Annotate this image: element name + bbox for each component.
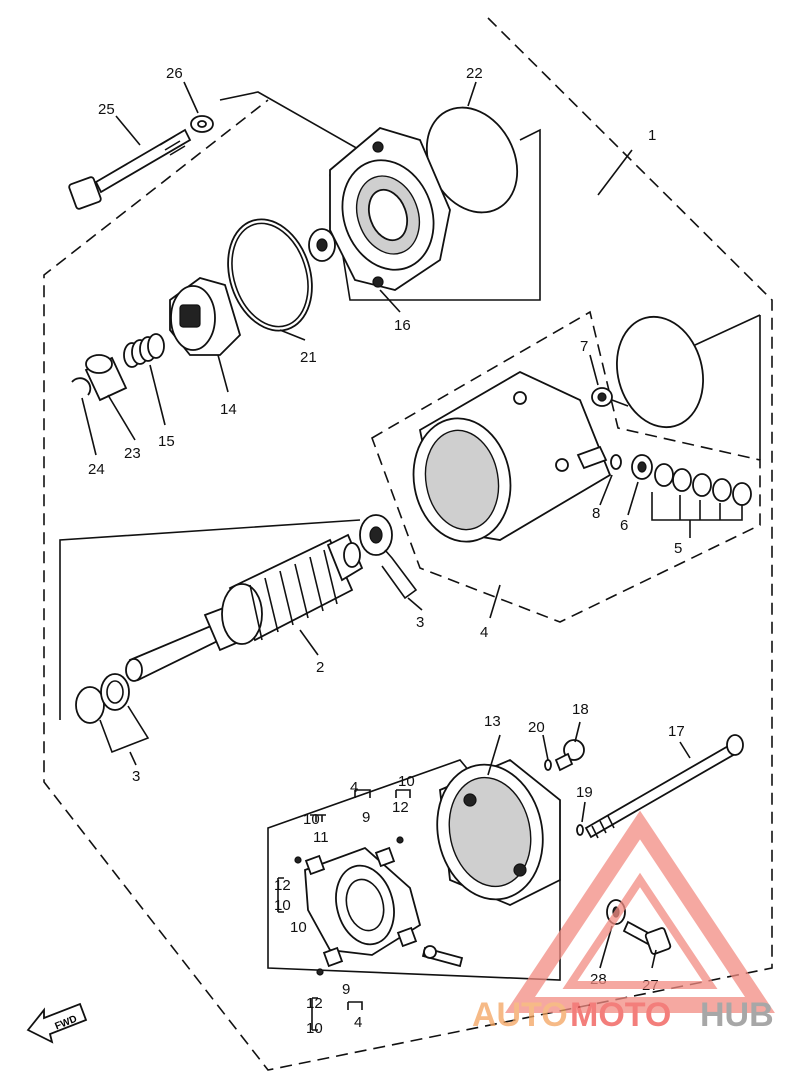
circlip-24 (71, 377, 92, 396)
callout-21: 21 (300, 349, 317, 366)
washer-3-upper (359, 514, 418, 600)
callout-10-a: 10 (398, 773, 415, 790)
callout-3-lower: 3 (132, 768, 140, 785)
left-bracket (59, 519, 361, 720)
callout-12-c: 12 (306, 995, 323, 1012)
leader-lines (81, 81, 691, 1031)
callout-14: 14 (220, 401, 237, 418)
washer-19 (576, 824, 584, 836)
callout-11: 11 (313, 829, 329, 846)
callout-10-c: 10 (274, 897, 291, 914)
callout-3-upper: 3 (416, 614, 424, 631)
callout-16: 16 (394, 317, 411, 334)
callout-2: 2 (316, 659, 324, 676)
terminal-bolt (576, 445, 608, 470)
callout-17: 17 (668, 723, 685, 740)
end-gasket (616, 315, 704, 429)
callout-6: 6 (620, 517, 628, 534)
leader-1 (597, 149, 633, 196)
callout-15: 15 (158, 433, 175, 450)
callout-25: 25 (98, 101, 115, 118)
callout-22: 22 (466, 65, 483, 82)
washer-20 (544, 759, 552, 771)
callout-26: 26 (166, 65, 183, 82)
yoke-4 (412, 370, 612, 543)
callout-4-lower: 4 (354, 1014, 362, 1031)
callout-19: 19 (576, 784, 593, 801)
clutch-14 (169, 277, 242, 356)
callout-20: 20 (528, 719, 545, 736)
spring-15 (123, 333, 165, 368)
callout-13: 13 (484, 713, 501, 730)
washer-8 (610, 454, 622, 470)
watermark-text-moto: MOTO (570, 996, 671, 1034)
watermark-logo: AUTO MOTO HUB (472, 810, 775, 1034)
armature-2 (125, 533, 364, 682)
screw-18 (554, 739, 585, 772)
yoke-boundary (371, 310, 761, 623)
callout-5: 5 (674, 540, 682, 557)
rear-cover-13 (436, 758, 561, 906)
callout-7: 7 (580, 338, 588, 355)
callout-10-b: 10 (303, 811, 320, 828)
nut-set-5 (651, 463, 752, 538)
brush-holder-plate (294, 836, 464, 976)
bolt-27 (622, 920, 672, 955)
rear-cover-group-outline (267, 759, 561, 981)
watermark-text-hub: HUB (700, 996, 774, 1034)
callout-4-upper: 4 (350, 779, 358, 796)
callout-4-yoke: 4 (480, 624, 488, 641)
callout-23: 23 (124, 445, 141, 462)
callout-18: 18 (572, 701, 589, 718)
callout-1: 1 (648, 127, 656, 144)
callout-12-b: 12 (274, 877, 291, 894)
callout-8: 8 (592, 505, 600, 522)
watermark-text-auto: AUTO (472, 996, 568, 1034)
callout-10-d: 10 (290, 919, 307, 936)
fwd-arrow-icon: FWD (26, 1002, 88, 1044)
assembly-boundary (43, 17, 773, 1071)
callout-10-e: 10 (306, 1020, 323, 1037)
callout-24: 24 (88, 461, 105, 478)
callout-12-a: 12 (392, 799, 409, 816)
sleeve-23 (84, 354, 128, 402)
callout-9-upper: 9 (362, 809, 370, 826)
bolt-25 (68, 128, 192, 210)
washer-3-lower (75, 673, 150, 754)
front-cover-16 (329, 126, 451, 291)
callout-9-lower: 9 (342, 981, 350, 998)
o-ring-21 (227, 218, 313, 332)
leader-4 (489, 584, 501, 619)
through-bolt-17 (584, 734, 744, 839)
callout-labels: 1 2 3 3 4 4 4 5 6 7 8 9 9 10 10 10 10 10… (88, 65, 685, 1037)
